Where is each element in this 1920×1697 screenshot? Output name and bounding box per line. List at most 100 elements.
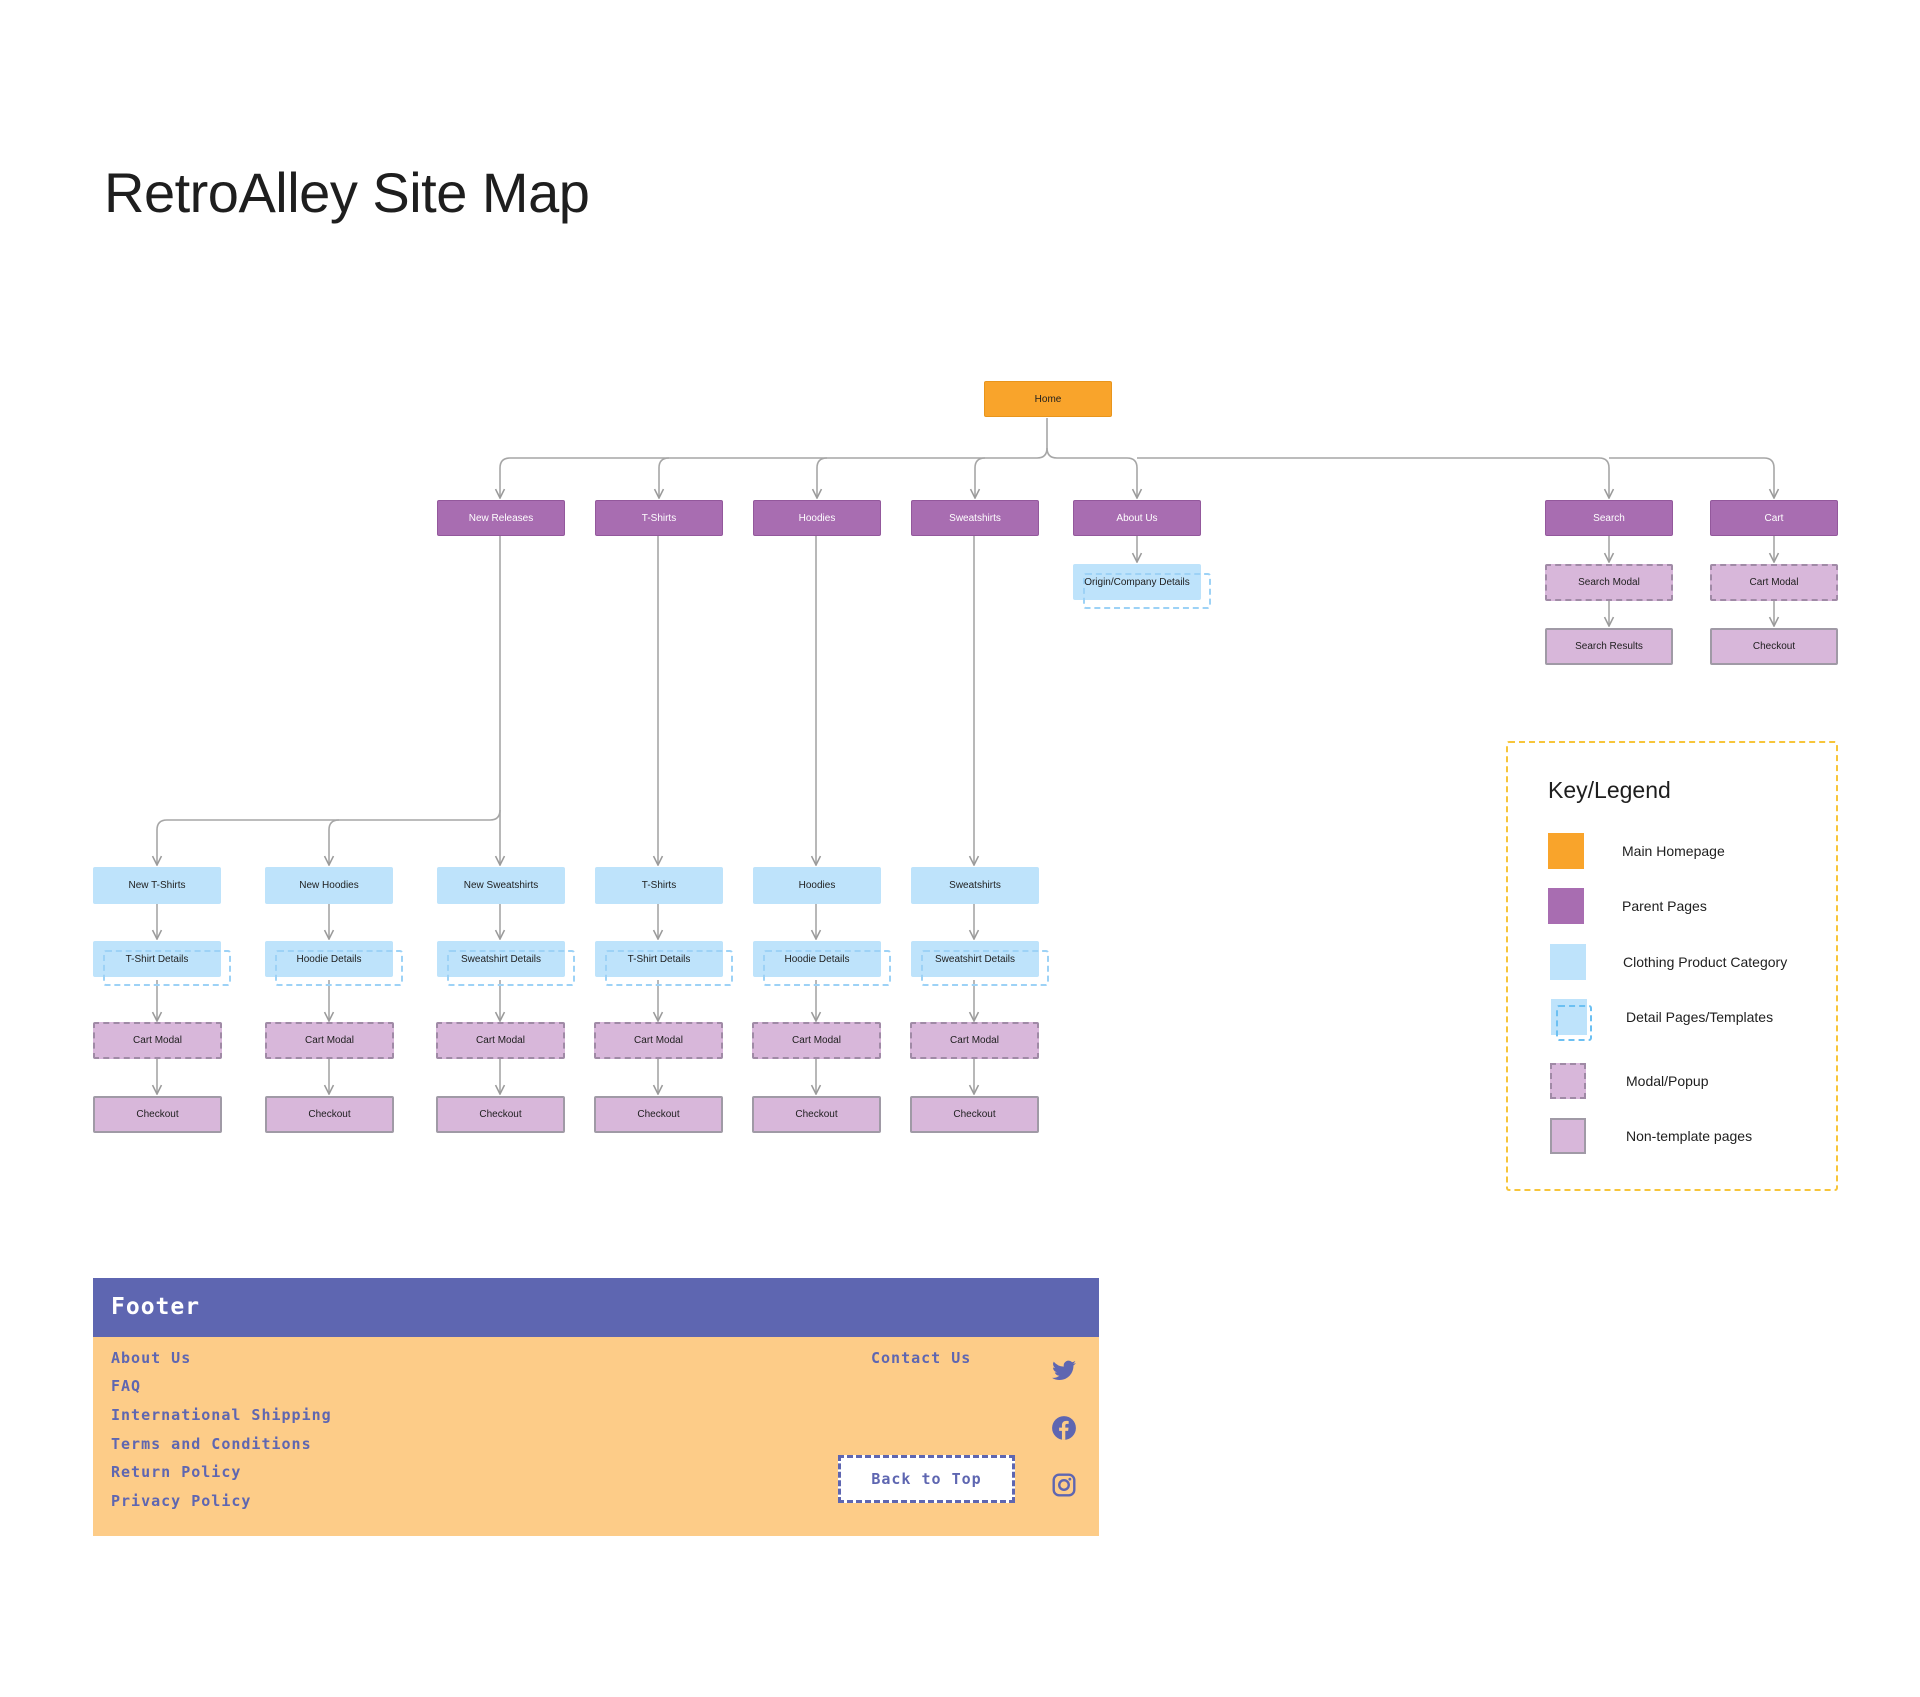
- detail-node-label: Sweatshirt Details: [934, 953, 1016, 965]
- parent-node-new-releases: New Releases: [437, 500, 565, 536]
- detail-node-hoodie-details: Hoodie Details: [265, 941, 403, 986]
- parent-node-about-us: About Us: [1073, 500, 1201, 536]
- detail-node-label: Hoodie Details: [296, 953, 362, 965]
- category-node-hoodies: Hoodies: [753, 867, 881, 904]
- parent-node-label: About Us: [1116, 512, 1158, 524]
- footer-title: Footer: [111, 1294, 201, 1320]
- home-node: Home: [984, 381, 1112, 417]
- page-node-label: Checkout: [136, 1109, 179, 1120]
- parent-node-label: Hoodies: [798, 512, 836, 524]
- legend-title: Key/Legend: [1548, 777, 1671, 803]
- page-node-checkout: Checkout: [436, 1096, 565, 1133]
- detail-node-tshirt-details: T-Shirt Details: [93, 941, 231, 986]
- detail-node-label: Origin/Company Details: [1084, 576, 1190, 588]
- home-node-label: Home: [1034, 393, 1062, 405]
- modal-node-cart-modal: Cart Modal: [1710, 564, 1838, 601]
- parent-node-hoodies: Hoodies: [753, 500, 881, 536]
- page-node-label: Checkout: [479, 1109, 522, 1120]
- page-node-label: Checkout: [1752, 641, 1796, 652]
- category-node-label: New Sweatshirts: [463, 880, 539, 891]
- detail-node-label: T-Shirt Details: [627, 953, 691, 965]
- legend-item-clothing-category: Clothing Product Category: [1548, 944, 1828, 984]
- modal-node-cart-modal: Cart Modal: [436, 1022, 565, 1059]
- category-node-label: New Hoodies: [299, 880, 359, 891]
- category-node-label: New T-Shirts: [128, 880, 186, 891]
- page-node-label: Checkout: [637, 1109, 680, 1120]
- facebook-icon[interactable]: [1051, 1415, 1077, 1441]
- footer-link-contact-us[interactable]: Contact Us: [871, 1349, 972, 1367]
- footer-link-international-shipping[interactable]: International Shipping: [111, 1406, 332, 1424]
- modal-node-cart-modal: Cart Modal: [752, 1022, 881, 1059]
- legend-label: Parent Pages: [1622, 898, 1707, 914]
- modal-node-label: Cart Modal: [1749, 577, 1799, 588]
- category-node-label: T-Shirts: [641, 880, 677, 891]
- legend-swatch-detail: [1551, 999, 1592, 1041]
- detail-node-label: Sweatshirt Details: [460, 953, 542, 965]
- twitter-icon[interactable]: [1051, 1358, 1077, 1384]
- page-title: RetroAlley Site Map: [104, 161, 590, 224]
- detail-node-tshirt-details: T-Shirt Details: [595, 941, 733, 986]
- detail-node-sweatshirt-details: Sweatshirt Details: [911, 941, 1049, 986]
- detail-node-origin-company: Origin/Company Details: [1073, 564, 1211, 609]
- footer-link-about-us[interactable]: About Us: [111, 1349, 192, 1367]
- category-node-new-sweatshirts: New Sweatshirts: [437, 867, 565, 904]
- modal-node-search-modal: Search Modal: [1545, 564, 1673, 601]
- legend-item-parent-pages: Parent Pages: [1548, 888, 1828, 928]
- parent-node-label: Cart: [1764, 512, 1784, 524]
- detail-node-hoodie-details: Hoodie Details: [753, 941, 891, 986]
- parent-node-search: Search: [1545, 500, 1673, 536]
- category-node-new-tshirts: New T-Shirts: [93, 867, 221, 904]
- footer-link-faq[interactable]: FAQ: [111, 1377, 142, 1395]
- parent-node-cart: Cart: [1710, 500, 1838, 536]
- category-node-sweatshirts: Sweatshirts: [911, 867, 1039, 904]
- footer-mockup: Footer About Us FAQ International Shippi…: [93, 1278, 1099, 1536]
- modal-node-cart-modal: Cart Modal: [93, 1022, 222, 1059]
- back-to-top-label: Back to Top: [871, 1470, 982, 1488]
- legend-item-detail-pages: Detail Pages/Templates: [1548, 999, 1828, 1041]
- modal-node-label: Cart Modal: [133, 1035, 182, 1046]
- instagram-icon[interactable]: [1051, 1472, 1077, 1498]
- detail-node-label: Hoodie Details: [784, 953, 850, 965]
- legend-swatch-modal: [1550, 1063, 1586, 1099]
- page-node-search-results: Search Results: [1545, 628, 1673, 665]
- page-node-checkout: Checkout: [265, 1096, 394, 1133]
- legend-swatch-page: [1550, 1118, 1586, 1154]
- detail-node-label: T-Shirt Details: [125, 953, 189, 965]
- page-node-label: Checkout: [308, 1109, 351, 1120]
- footer-body: About Us FAQ International Shipping Term…: [93, 1337, 1099, 1536]
- parent-node-label: Search: [1593, 512, 1625, 524]
- legend-swatch-category: [1550, 944, 1586, 980]
- category-node-label: Sweatshirts: [949, 880, 1001, 891]
- back-to-top-button[interactable]: Back to Top: [838, 1455, 1015, 1503]
- legend-item-modal-popup: Modal/Popup: [1548, 1063, 1828, 1103]
- legend-swatch-home: [1548, 833, 1584, 869]
- legend-item-main-homepage: Main Homepage: [1548, 833, 1828, 873]
- legend-item-non-template: Non-template pages: [1548, 1118, 1828, 1158]
- page-node-label: Search Results: [1575, 641, 1643, 652]
- modal-node-cart-modal: Cart Modal: [265, 1022, 394, 1059]
- modal-node-label: Cart Modal: [305, 1035, 354, 1046]
- category-node-tshirts: T-Shirts: [595, 867, 723, 904]
- legend-swatch-parent: [1548, 888, 1584, 924]
- footer-link-terms[interactable]: Terms and Conditions: [111, 1435, 312, 1453]
- modal-node-label: Cart Modal: [476, 1035, 525, 1046]
- page-node-checkout: Checkout: [93, 1096, 222, 1133]
- modal-node-label: Cart Modal: [950, 1035, 999, 1046]
- parent-node-sweatshirts: Sweatshirts: [911, 500, 1039, 536]
- modal-node-label: Cart Modal: [792, 1035, 841, 1046]
- page-node-checkout: Checkout: [752, 1096, 881, 1133]
- footer-link-return-policy[interactable]: Return Policy: [111, 1463, 242, 1481]
- parent-node-label: New Releases: [468, 512, 534, 524]
- page-node-checkout: Checkout: [910, 1096, 1039, 1133]
- page-node-checkout: Checkout: [594, 1096, 723, 1133]
- page-node-label: Checkout: [953, 1109, 996, 1120]
- category-node-label: Hoodies: [798, 880, 836, 891]
- legend-label: Main Homepage: [1622, 843, 1725, 859]
- parent-node-label: Sweatshirts: [949, 512, 1001, 524]
- legend-label: Detail Pages/Templates: [1626, 1009, 1774, 1025]
- footer-link-privacy-policy[interactable]: Privacy Policy: [111, 1492, 252, 1510]
- legend-label: Modal/Popup: [1626, 1073, 1709, 1089]
- legend-label: Non-template pages: [1626, 1128, 1753, 1144]
- parent-node-label: T-Shirts: [641, 512, 677, 524]
